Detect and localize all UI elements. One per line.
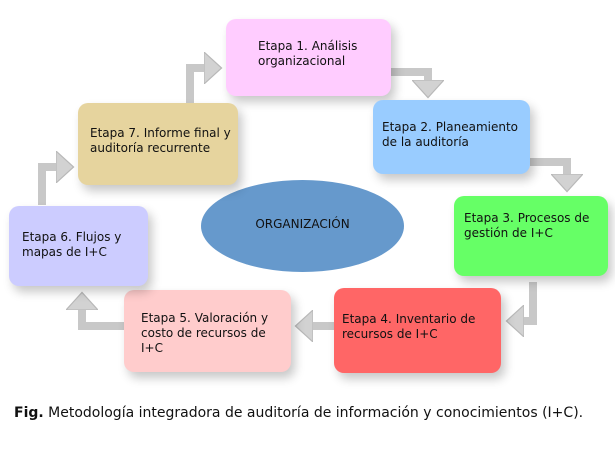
arrow-3-to-4 [512, 282, 537, 321]
figure-caption: Fig. Metodología integradora de auditorí… [14, 404, 604, 423]
arrow-2-to-3 [530, 158, 567, 186]
stage-5-label: Etapa 5. Valoración y costo de recursos … [141, 311, 269, 355]
caption-prefix: Fig. [14, 405, 44, 421]
stage-2-box: Etapa 2. Planeamiento de la auditoría [373, 100, 530, 174]
center-label: ORGANIZACIÓN [255, 217, 350, 231]
arrow-6-to-7 [38, 167, 68, 205]
stage-2-label: Etapa 2. Planeamiento de la auditoría [382, 120, 519, 149]
stage-1-box: Etapa 1. Análisis organizacional [226, 19, 391, 96]
stage-7-label: Etapa 7. Informe final y auditoría recur… [90, 126, 231, 155]
stage-4-box: Etapa 4. Inventario de recursos de I+C [334, 288, 501, 373]
caption-text: Metodología integradora de auditoría de … [43, 405, 584, 421]
stage-6-label: Etapa 6. Flujos y mapas de I+C [22, 230, 122, 259]
arrow-7-to-1 [186, 68, 216, 103]
stage-1-label: Etapa 1. Análisis organizacional [258, 39, 358, 68]
stage-7-box: Etapa 7. Informe final y auditoría recur… [78, 103, 238, 185]
stage-6-box: Etapa 6. Flujos y mapas de I+C [9, 206, 148, 286]
arrow-1-to-2 [391, 68, 428, 92]
stage-3-label: Etapa 3. Procesos de gestión de I+C [464, 211, 590, 240]
arrow-5-to-6 [82, 298, 124, 330]
stage-5-box: Etapa 5. Valoración y costo de recursos … [124, 290, 291, 372]
center-organization-ellipse: ORGANIZACIÓN [201, 180, 404, 272]
stage-4-label: Etapa 4. Inventario de recursos de I+C [342, 312, 476, 341]
stage-3-box: Etapa 3. Procesos de gestión de I+C [454, 196, 608, 276]
